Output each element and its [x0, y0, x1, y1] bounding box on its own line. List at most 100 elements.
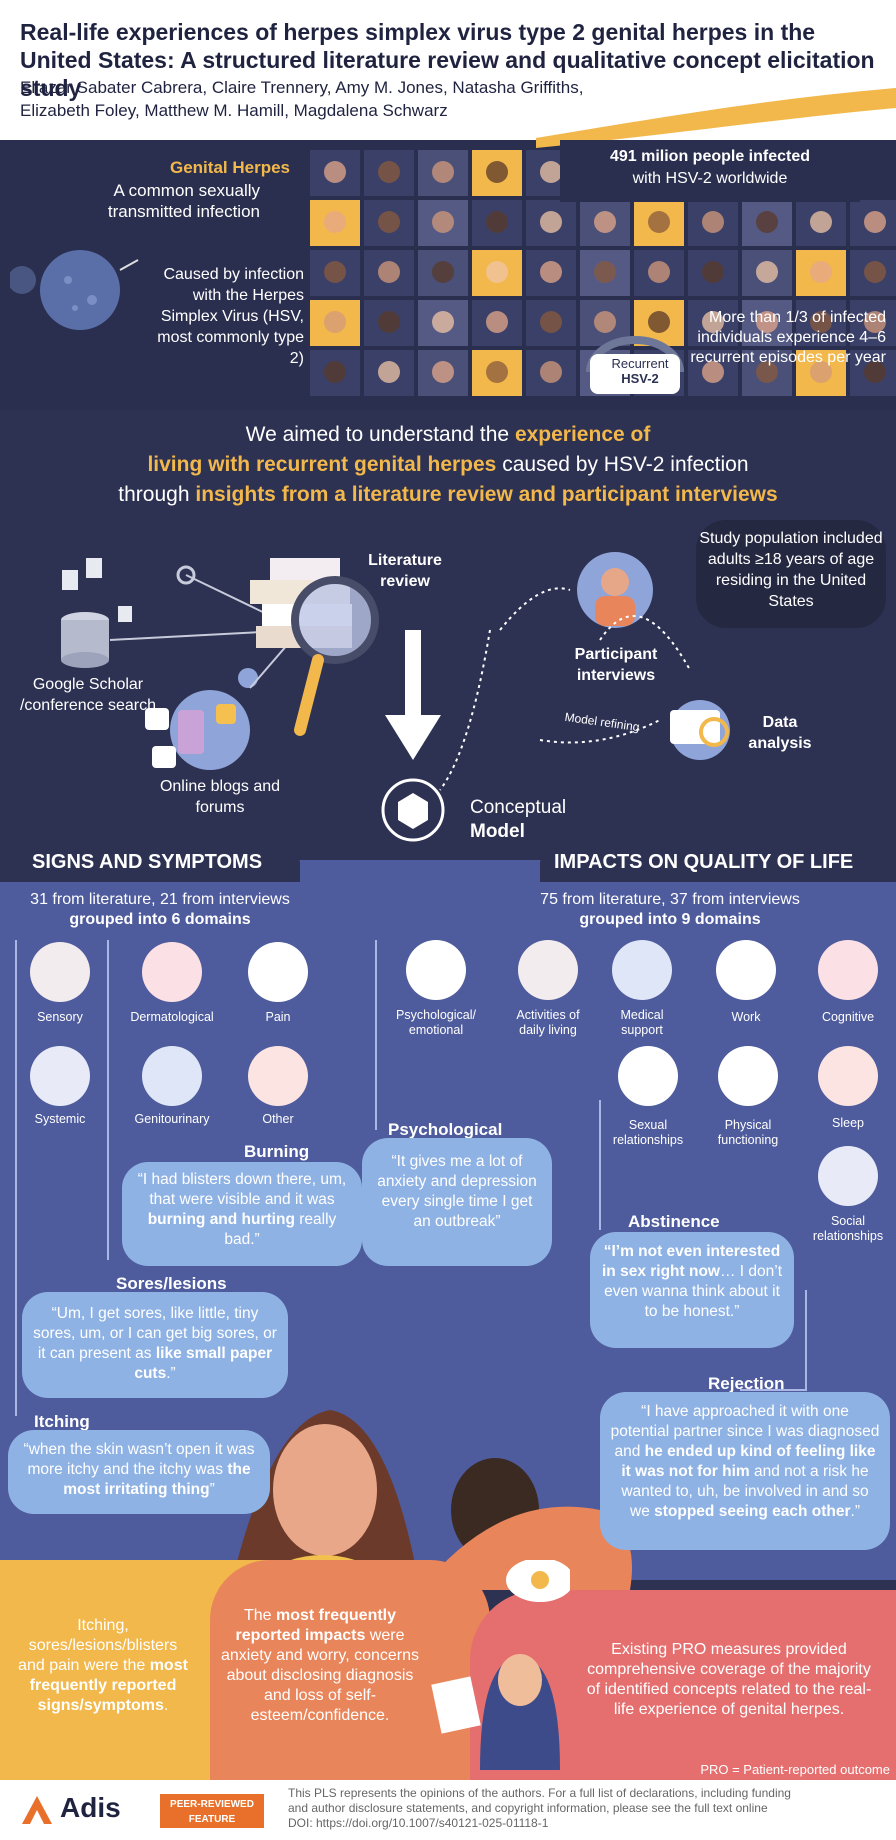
finding-signs-text: Itching, sores/lesions/blisters and pain…: [14, 1616, 192, 1716]
psychological-quote: “It gives me a lot of anxiety and depres…: [362, 1138, 552, 1266]
data-analysis-label: Data analysis: [748, 714, 812, 752]
face-avatar: [432, 361, 454, 383]
face-avatar: [324, 161, 346, 183]
cognitive-label: Cognitive: [821, 1010, 875, 1024]
face-avatar: [864, 311, 886, 333]
authors-line-1: Eliazar Sabater Cabrera, Claire Trennery…: [20, 78, 584, 97]
footer: Adis PEER-REVIEWED FEATURE This PLS repr…: [0, 1780, 896, 1840]
face-avatar: [702, 261, 724, 283]
signs-counts-line: 31 from literature, 21 from interviews: [30, 891, 290, 908]
face-avatar: [756, 311, 778, 333]
bracket-lines: [15, 940, 807, 1416]
face-avatar: [702, 361, 724, 383]
sores-quote: “Um, I get sores, like little, tiny sore…: [22, 1292, 288, 1398]
header: Real-life experiences of herpes simplex …: [0, 0, 896, 140]
physical-functioning-icon: [718, 1046, 778, 1106]
systemic-label: Systemic: [34, 1112, 86, 1126]
authors: Eliazar Sabater Cabrera, Claire Trennery…: [20, 76, 880, 122]
social-relationships-label: Social relationships: [812, 1214, 884, 1243]
psychological-title: Psychological: [388, 1120, 503, 1139]
face-avatar: [486, 361, 508, 383]
signs-domains-line: grouped into 6 domains: [69, 911, 251, 928]
recurrent-label: Recurrent HSV-2: [600, 356, 680, 386]
face-avatar: [378, 261, 400, 283]
physical-functioning-label: Physical functioning: [717, 1118, 779, 1147]
doi-link[interactable]: DOI: https://doi.org/10.1007/s40121-025-…: [288, 1816, 549, 1830]
signs-counts: 31 from literature, 21 from interviews g…: [10, 890, 310, 930]
impacts-counts: 75 from literature, 37 from interviews g…: [500, 890, 840, 930]
face-avatar: [432, 211, 454, 233]
face-avatar: [378, 361, 400, 383]
rejection-text-e: .”: [850, 1503, 860, 1520]
burning-text-a: “I had blisters down there, um, that wer…: [137, 1171, 347, 1208]
finding-impacts-c: were anxiety and worry, concerns about d…: [220, 1627, 419, 1724]
caused-by-text: Caused by infection with the Herpes Simp…: [157, 266, 304, 367]
genitourinary-icon: [142, 1046, 202, 1106]
social-relationships-icon: [818, 1146, 878, 1206]
sores-text-b: like small paper cuts: [134, 1345, 273, 1382]
face-avatar: [486, 311, 508, 333]
genitourinary-label: Genitourinary: [134, 1112, 210, 1126]
dermatological-icon: [142, 942, 202, 1002]
pain-icon: [248, 942, 308, 1002]
dermatological-label: Dermatological: [130, 1010, 214, 1024]
pain-label: Pain: [265, 1010, 291, 1024]
face-avatar: [378, 311, 400, 333]
disclaimer-line-1: This PLS represents the opinions of the …: [288, 1786, 791, 1800]
burning-quote: “I had blisters down there, um, that wer…: [122, 1162, 362, 1266]
finding-signs-a: Itching, sores/lesions/blisters and pain…: [18, 1617, 178, 1674]
burning-text-b: burning and hurting: [147, 1211, 295, 1228]
disclaimer: This PLS represents the opinions of the …: [288, 1786, 888, 1831]
face-avatar: [864, 261, 886, 283]
face-avatar: [324, 311, 346, 333]
rejection-text-c: and not a risk he wanted to, uh, be invo…: [621, 1463, 869, 1520]
aim-highlight-3: insights from a literature review and pa…: [195, 483, 778, 506]
genital-herpes-subtitle: A common sexually transmitted infection: [107, 181, 260, 221]
activities-label: Activities of daily living: [516, 1008, 580, 1037]
sores-text-a: “Um, I get sores, like little, tiny sore…: [33, 1305, 277, 1362]
finding-signs-c: .: [163, 1697, 169, 1714]
impacts-heading: IMPACTS ON QUALITY OF LIFE: [540, 842, 896, 882]
peer-line-1: PEER-REVIEWED: [170, 1799, 254, 1810]
itching-quote: “when the skin wasn’t open it was more i…: [8, 1430, 270, 1514]
aim-text-1: We aimed to understand the: [245, 423, 515, 446]
rejection-text-b: he ended up kind of feeling like it was …: [621, 1443, 876, 1480]
psychological-label: Psychological/ emotional: [396, 1008, 476, 1037]
conceptual-model-label: Conceptual Model: [470, 796, 610, 844]
burning-text-c: really bad.”: [224, 1211, 337, 1248]
face-avatar: [540, 361, 562, 383]
burning-title: Burning: [244, 1142, 310, 1161]
peer-line-2: FEATURE: [188, 1814, 236, 1825]
rejection-text-d: stopped seeing each other: [654, 1503, 851, 1520]
face-avatar: [432, 161, 454, 183]
itching-text-b: the most irritating thing: [63, 1461, 251, 1498]
face-avatar: [810, 311, 832, 333]
face-avatar: [378, 161, 400, 183]
face-avatar: [486, 261, 508, 283]
participant-interviews-label: Participant interviews: [574, 646, 658, 684]
other-label: Other: [262, 1112, 294, 1126]
other-icon: [248, 1046, 308, 1106]
recurrent-label-1: Recurrent: [611, 356, 669, 371]
impacts-counts-line: 75 from literature, 37 from interviews: [540, 891, 800, 908]
face-avatar: [702, 311, 724, 333]
genital-herpes-title: Genital Herpes: [170, 158, 290, 177]
face-avatar: [648, 211, 670, 233]
medical-support-icon: [612, 940, 672, 1000]
finding-impacts-text: The most frequently reported impacts wer…: [220, 1606, 420, 1726]
finding-impacts-a: The: [243, 1607, 276, 1624]
face-avatar: [594, 311, 616, 333]
blogs-forums-label: Online blogs and forums: [159, 778, 281, 816]
face-avatar: [756, 211, 778, 233]
itching-title: Itching: [34, 1412, 90, 1431]
face-avatar: [486, 211, 508, 233]
doctor-illustration: [431, 1560, 570, 1770]
recurrence-rate-text: More than 1/3 of infected individuals ex…: [690, 309, 886, 366]
adis-brand: Adis: [60, 1792, 121, 1823]
activities-icon: [518, 940, 578, 1000]
face-avatar: [324, 211, 346, 233]
cognitive-icon: [818, 940, 878, 1000]
recurrent-label-2: HSV-2: [621, 371, 659, 386]
methods-diagram: [61, 552, 730, 842]
